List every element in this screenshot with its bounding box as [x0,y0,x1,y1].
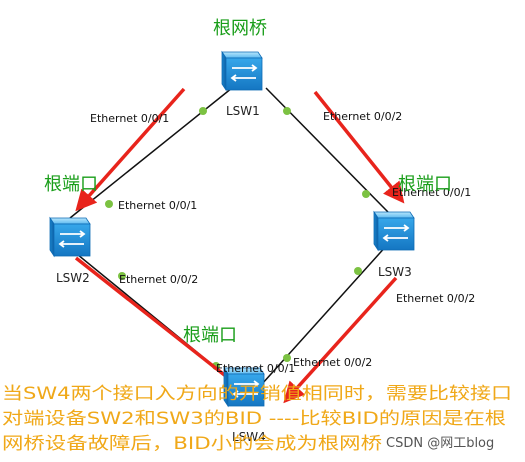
port-dot [199,107,207,115]
switch-name-lsw3: LSW3 [378,265,412,279]
switch-icon[interactable] [221,51,263,91]
port-dot [283,107,291,115]
note-line-1: 当SW4两个接口入方向的开销值相同时，需要比较接口 [2,384,512,404]
path-arrow-sw1-to-sw3 [313,90,405,204]
note-line-2: 对端设备SW2和SW3的BID ----比较BID的原因是在根 [2,409,506,429]
note-line-3: 网桥设备故障后，BID小的会成为根网桥 [2,434,382,454]
root-port-label-sw3: 根端口 [398,174,452,195]
path-arrow-sw3-to-sw4 [283,276,398,404]
switch-name-lsw2: LSW2 [56,271,90,285]
port-label-sw3-bottom: Ethernet 0/0/2 [396,292,475,305]
link-sw3-sw4 [261,243,389,385]
port-dot [105,200,113,208]
root-bridge-label: 根网桥 [213,18,267,39]
switch-name-lsw1: LSW1 [226,104,260,118]
switch-icon[interactable] [49,217,91,257]
port-label-sw3-top: Ethernet 0/0/1 [392,186,471,199]
port-label-sw1-left: Ethernet 0/0/1 [90,112,169,125]
path-arrow-sw2-to-sw4 [74,256,252,397]
port-label-sw1-right: Ethernet 0/0/2 [323,110,402,123]
port-label-sw2-bottom: Ethernet 0/0/2 [119,273,198,286]
path-arrow-sw1-to-sw2 [75,87,186,212]
port-dot [283,354,291,362]
port-dot [118,272,126,280]
root-port-label-sw2: 根端口 [44,174,98,195]
switch-icon[interactable] [373,211,415,251]
switch-name-lsw4: LSW4 [232,430,266,444]
port-label-sw2-top: Ethernet 0/0/1 [118,199,197,212]
root-port-label-sw4: 根端口 [183,325,237,346]
watermark: CSDN @网工blog [386,436,494,451]
port-label-sw4-right: Ethernet 0/0/2 [293,356,372,369]
port-dot [354,267,362,275]
port-dot [362,190,370,198]
port-label-sw4-left: Ethernet 0/0/1 [216,362,295,375]
